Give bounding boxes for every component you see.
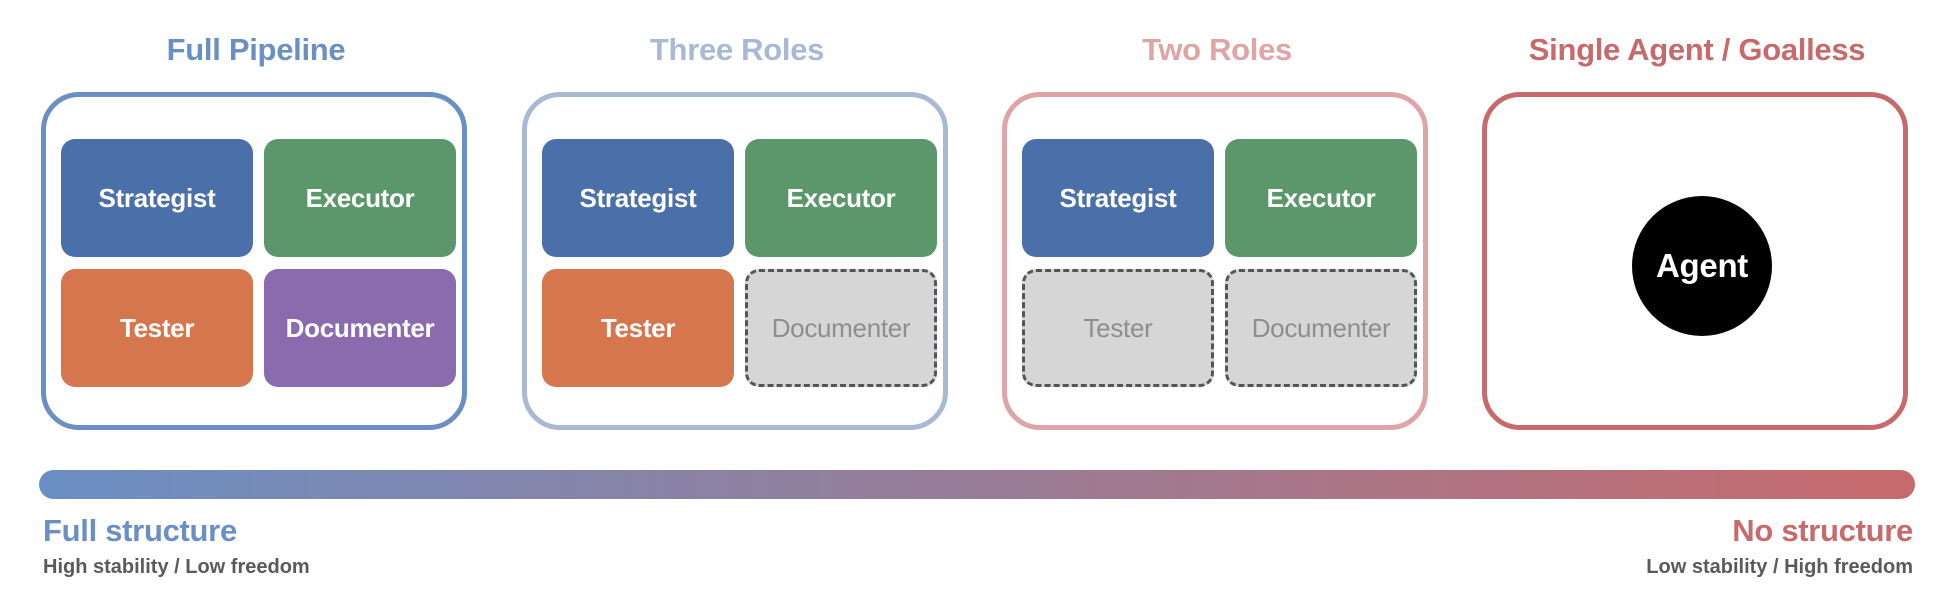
role-tester: Tester <box>542 269 734 387</box>
panel-title-single-agent: Single Agent / Goalless <box>1528 32 1866 67</box>
role-documenter-inactive: Documenter <box>745 269 937 387</box>
role-strategist: Strategist <box>542 139 734 257</box>
role-executor: Executor <box>1225 139 1417 257</box>
role-tester-inactive: Tester <box>1022 269 1214 387</box>
agent-node: Agent <box>1632 196 1772 336</box>
role-executor: Executor <box>264 139 456 257</box>
role-documenter: Documenter <box>264 269 456 387</box>
scale-right-subtitle: Low stability / High freedom <box>1646 556 1913 578</box>
scale-left-title: Full structure <box>43 513 237 548</box>
panel-single-agent: Agent <box>1482 92 1908 430</box>
panel-title-two-roles: Two Roles <box>1141 32 1292 67</box>
role-executor: Executor <box>745 139 937 257</box>
panel-two-roles: Strategist Executor Tester Documenter <box>1002 92 1428 430</box>
role-strategist: Strategist <box>61 139 253 257</box>
role-tester: Tester <box>61 269 253 387</box>
scale-left-subtitle: High stability / Low freedom <box>43 556 310 578</box>
panel-three-roles: Strategist Executor Tester Documenter <box>522 92 948 430</box>
structure-gradient-bar <box>39 470 1915 499</box>
panel-title-full-pipeline: Full Pipeline <box>166 32 346 67</box>
panel-title-three-roles: Three Roles <box>649 32 825 67</box>
panel-full-pipeline: Strategist Executor Tester Documenter <box>41 92 467 430</box>
scale-right-title: No structure <box>1732 513 1913 548</box>
role-strategist: Strategist <box>1022 139 1214 257</box>
role-documenter-inactive: Documenter <box>1225 269 1417 387</box>
